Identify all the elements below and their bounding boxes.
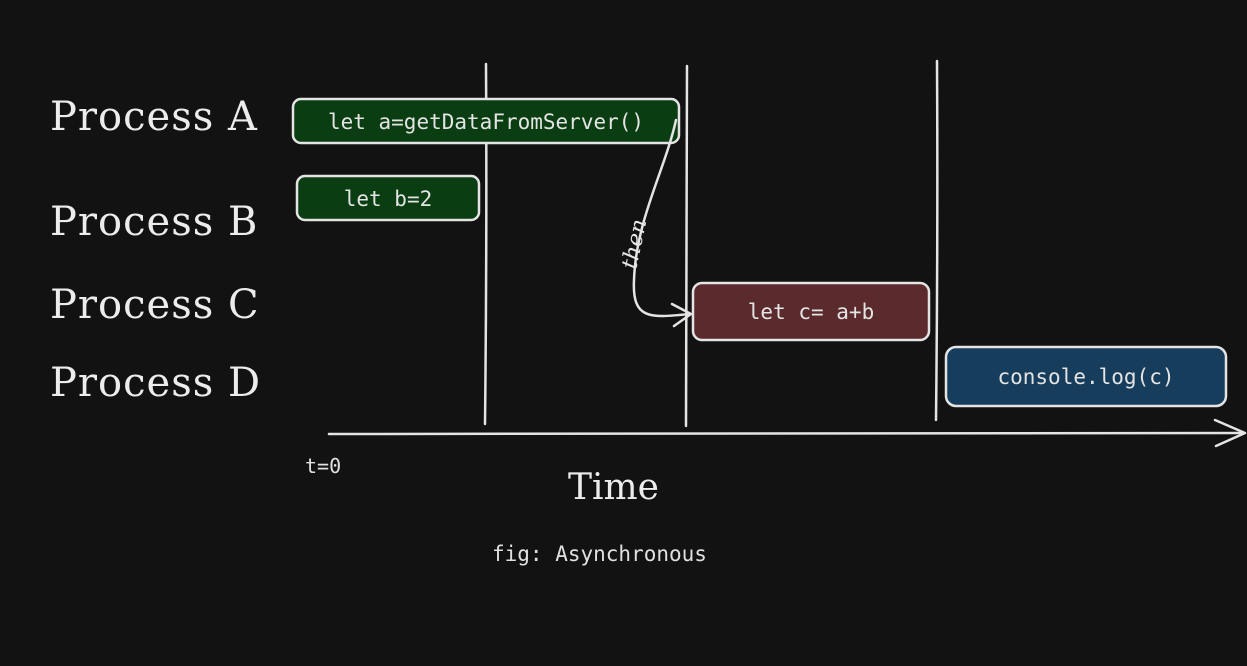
time-axis-arrowhead xyxy=(1213,418,1247,448)
axis-label: Time xyxy=(568,467,659,508)
then-label: then xyxy=(617,217,652,271)
task-c: let c= a+b xyxy=(691,281,931,342)
time-divider-2 xyxy=(684,64,689,428)
task-b-text: let b=2 xyxy=(344,187,433,211)
process-label-d: Process D xyxy=(50,360,261,406)
figure-caption: fig: Asynchronous xyxy=(492,542,707,566)
process-label-a: Process A xyxy=(50,94,258,140)
task-d: console.log(c) xyxy=(944,345,1228,408)
process-label-b: Process B xyxy=(50,199,258,245)
task-d-text: console.log(c) xyxy=(997,365,1174,389)
task-a-box xyxy=(291,97,681,145)
origin-label: t=0 xyxy=(305,454,341,478)
time-axis xyxy=(327,431,1246,436)
process-label-c: Process C xyxy=(50,282,260,328)
task-a-text: let a=getDataFromServer() xyxy=(328,110,644,134)
task-c-text: let c= a+b xyxy=(748,300,874,324)
then-arrow xyxy=(632,118,692,318)
task-b-box xyxy=(295,174,481,222)
then-arrow-head xyxy=(670,302,693,328)
time-divider-3 xyxy=(934,59,939,422)
task-d-box xyxy=(944,345,1228,408)
task-b: let b=2 xyxy=(295,174,481,222)
task-a: let a=getDataFromServer() xyxy=(291,97,681,145)
task-c-box xyxy=(691,281,931,342)
